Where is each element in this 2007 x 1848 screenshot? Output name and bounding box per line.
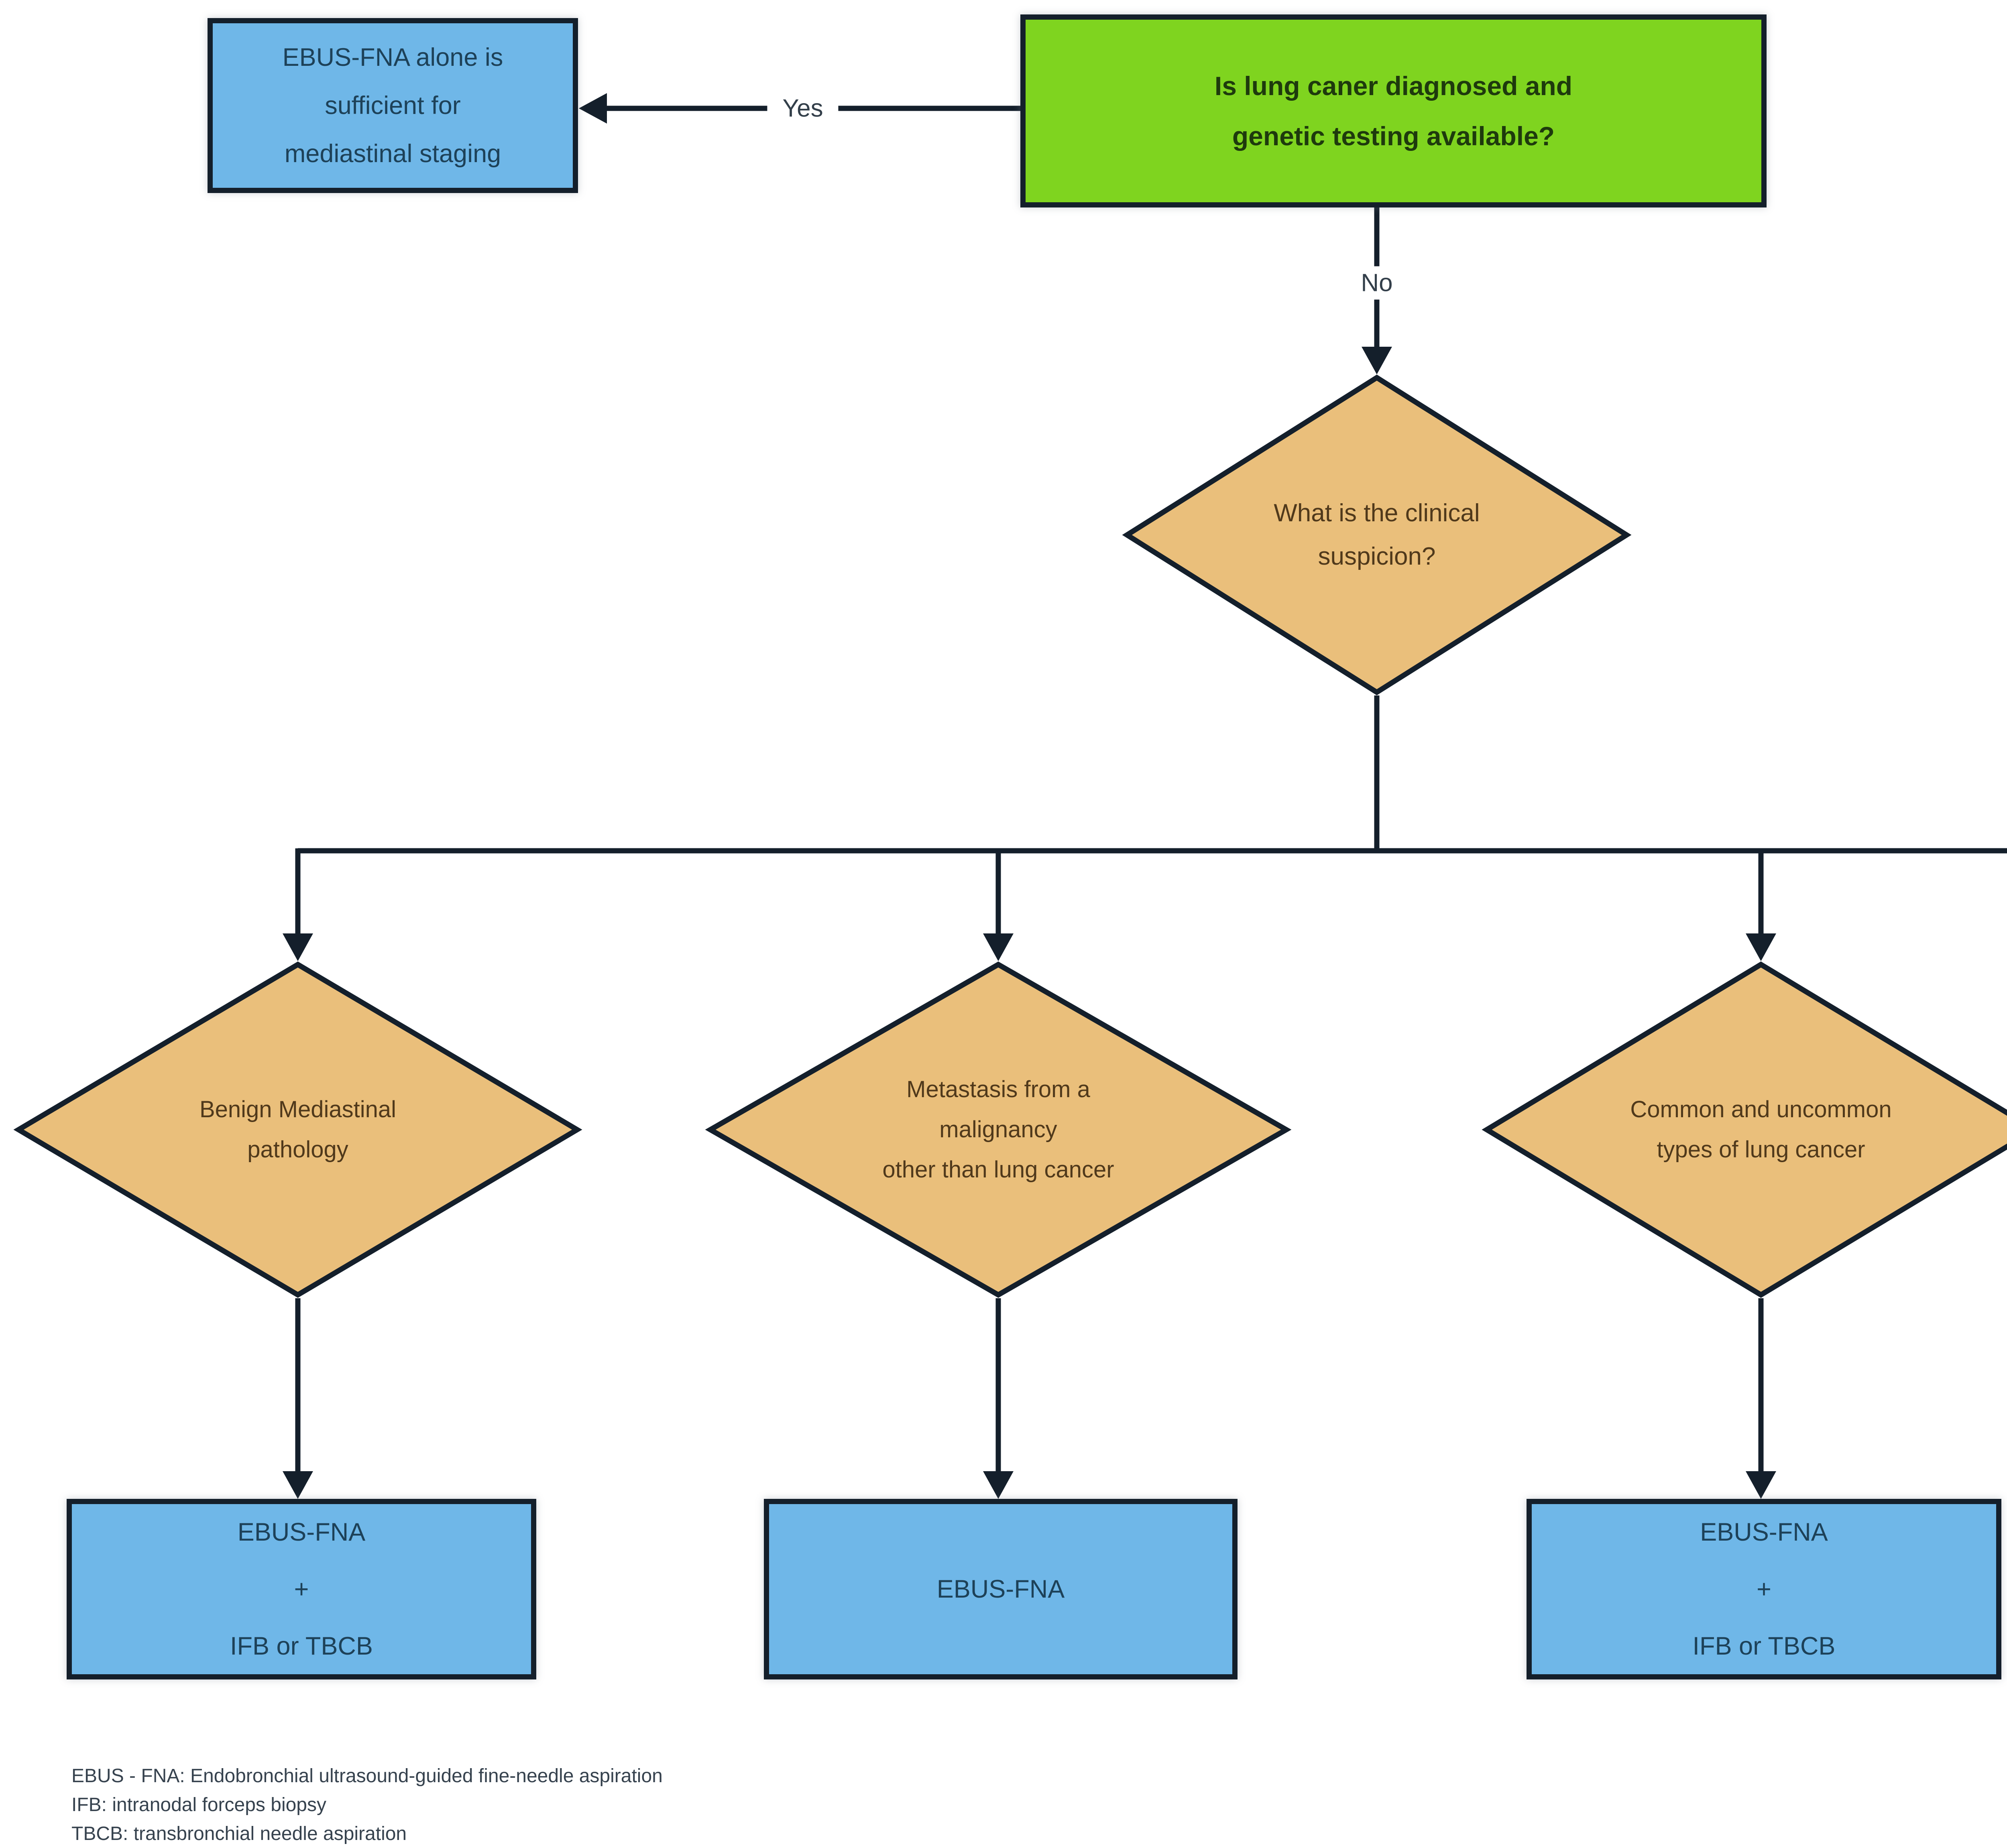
footnote-legend: EBUS - FNA: Endobronchial ultrasound-gui…	[71, 1762, 663, 1848]
node-outcome-lung-cancer-types: EBUS-FNA + IFB or TBCB	[1527, 1499, 2001, 1679]
edge-outcome3-arrowhead	[1746, 1471, 1776, 1499]
node-outcome-benign: EBUS-FNA + IFB or TBCB	[67, 1499, 536, 1679]
outcome-label: EBUS-FNA	[936, 1575, 1065, 1603]
node-root-question: Is lung caner diagnosed and genetic test…	[1020, 14, 1767, 207]
footnote-tbcb: TBCB: transbronchial needle aspiration	[71, 1823, 407, 1844]
diamond-shape	[704, 961, 1292, 1298]
edge-outcome1-arrowhead	[283, 1471, 313, 1499]
node-condition-lung-cancer-types: Common and uncommon types of lung cancer	[1481, 961, 2007, 1298]
outcome-label: EBUS-FNA + IFB or TBCB	[1692, 1518, 1836, 1660]
footnote-ebus-fna: EBUS - FNA: Endobronchial ultrasound-gui…	[71, 1765, 663, 1787]
node-condition-benign-mediastinal: Benign Mediastinal pathology	[13, 961, 583, 1298]
edge-label-yes: Yes	[767, 91, 839, 125]
node-condition-metastasis: Metastasis from a malignancy other than …	[704, 961, 1292, 1298]
edge-yes-arrowhead	[579, 93, 607, 124]
clinical-suspicion-label: What is the clinical suspicion?	[1274, 499, 1480, 570]
footnote-ifb: IFB: intranodal forceps biopsy	[71, 1794, 326, 1815]
condition-label: Metastasis from a malignancy other than …	[882, 1076, 1114, 1183]
node-yes-outcome: EBUS-FNA alone is sufficient for mediast…	[208, 18, 578, 193]
edge-branch2-arrowhead	[983, 933, 1014, 961]
condition-label: Common and uncommon types of lung cancer	[1630, 1096, 1892, 1163]
condition-label: Benign Mediastinal pathology	[199, 1096, 397, 1163]
edge-branch3-arrowhead	[1746, 933, 1776, 961]
diamond-shape	[1122, 374, 1632, 695]
edge-no-arrowhead	[1362, 347, 1392, 374]
node-clinical-suspicion: What is the clinical suspicion?	[1122, 374, 1632, 695]
diamond-shape	[1481, 961, 2007, 1298]
outcome-label: EBUS-FNA + IFB or TBCB	[230, 1518, 373, 1660]
node-outcome-metastasis: EBUS-FNA	[764, 1499, 1238, 1679]
edge-label-no: No	[1345, 266, 1408, 300]
edge-branch1-arrowhead	[283, 933, 313, 961]
yes-outcome-label: EBUS-FNA alone is sufficient for mediast…	[282, 43, 503, 168]
edge-outcome2-arrowhead	[983, 1471, 1014, 1499]
diamond-shape	[13, 961, 583, 1298]
root-question-label: Is lung caner diagnosed and genetic test…	[1214, 71, 1573, 151]
